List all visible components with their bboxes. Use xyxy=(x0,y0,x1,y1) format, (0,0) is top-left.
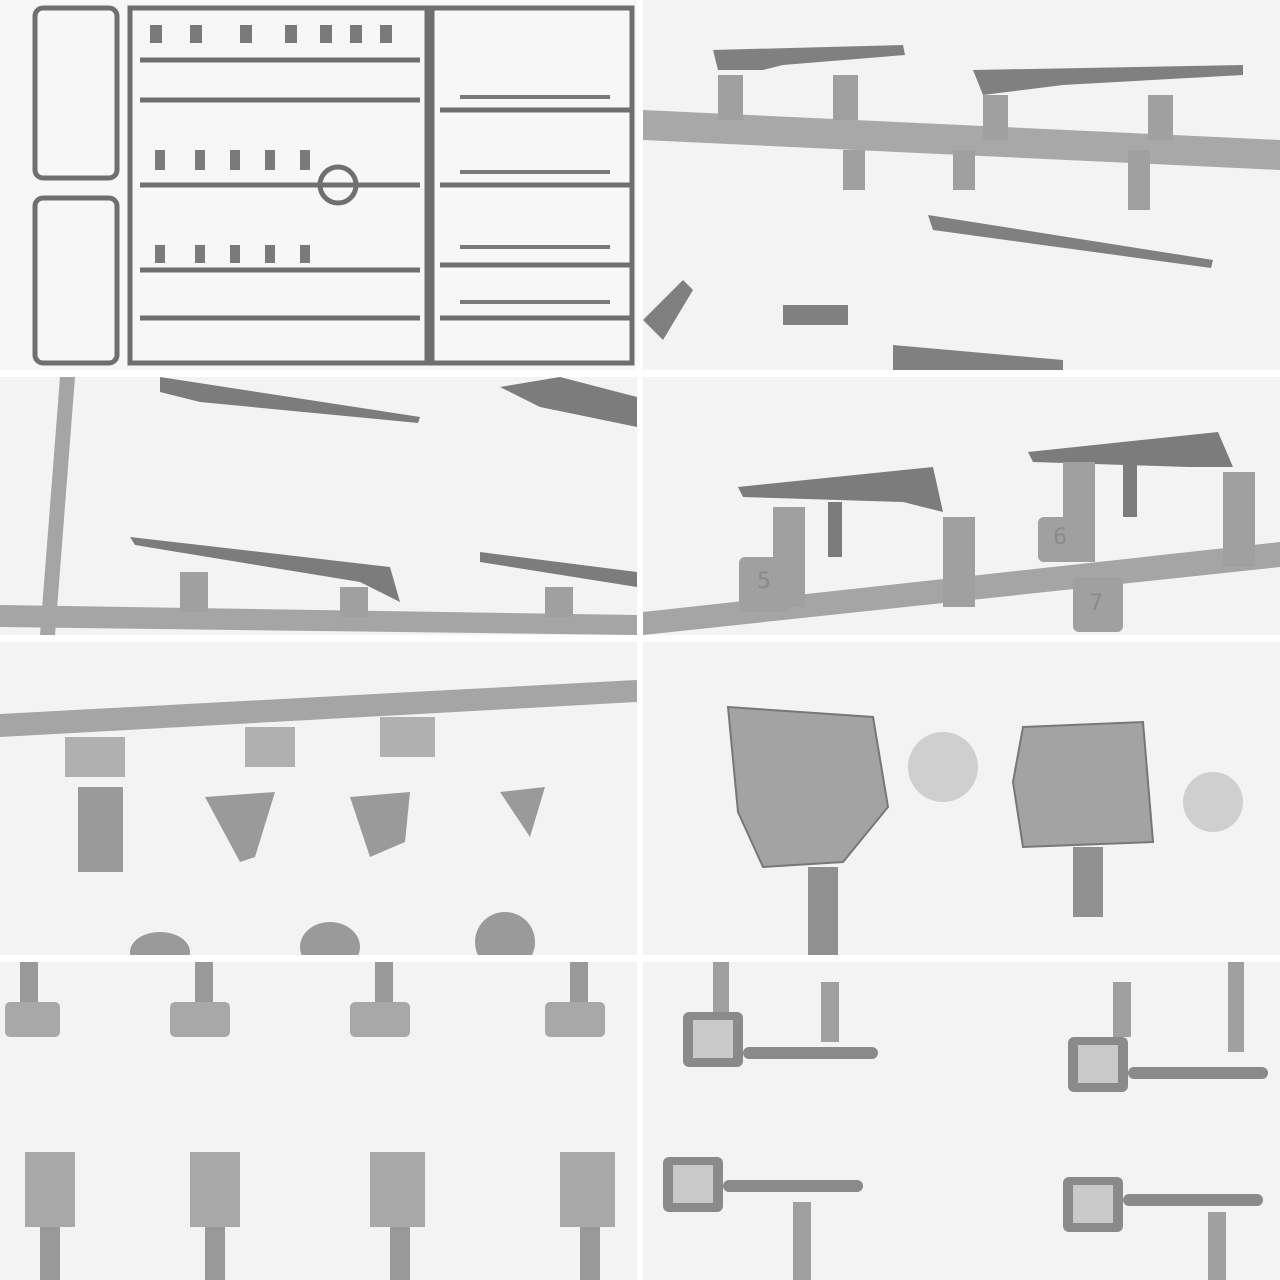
mag-pouches-image xyxy=(726,705,1243,955)
photo-holsters xyxy=(0,642,637,955)
photo-ammo-pouches xyxy=(0,962,637,1280)
smg-image xyxy=(643,432,1280,635)
rifles-image xyxy=(643,45,1280,370)
photo-submachine-guns: 5 6 7 xyxy=(643,377,1280,635)
part-number-6: 6 xyxy=(1053,525,1067,550)
ammo-pouches-image xyxy=(5,962,615,1280)
shovels-image xyxy=(663,962,1268,1280)
sprue-frame-image xyxy=(32,5,635,366)
photo-full-sprue xyxy=(0,0,637,370)
photo-entrenching-tools xyxy=(643,962,1280,1280)
part-number-5: 5 xyxy=(757,569,771,594)
bolt-rifles-image xyxy=(0,377,637,635)
part-number-7: 7 xyxy=(1089,591,1103,616)
photo-bolt-action-rifles xyxy=(0,377,637,635)
photo-magazine-pouches xyxy=(643,642,1280,955)
holsters-image xyxy=(0,680,637,955)
photo-rifles-and-machine-gun xyxy=(643,0,1280,370)
